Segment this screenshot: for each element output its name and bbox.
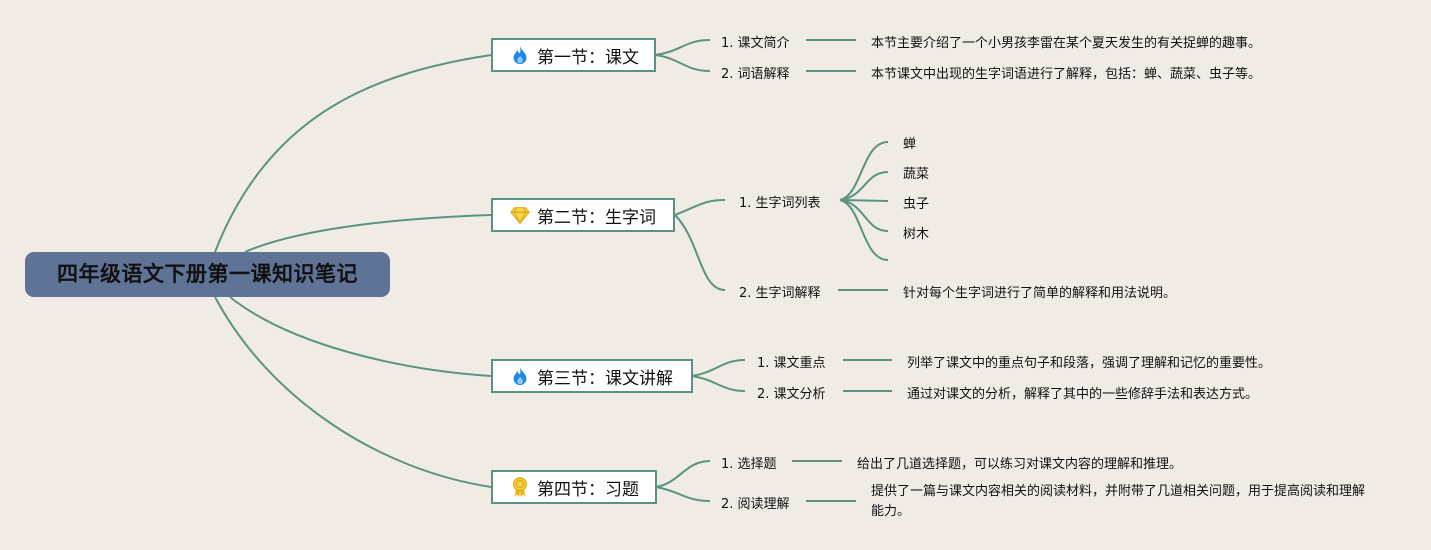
connector-word-5 — [839, 199, 889, 261]
flame-icon — [513, 45, 527, 65]
section-4-node[interactable]: 第四节：习题 — [491, 470, 657, 504]
word-item[interactable]: 虫子 — [903, 197, 930, 212]
connector-sec3-item2 — [691, 375, 746, 392]
sec3-item2-desc[interactable]: 通过对课文的分析，解释了其中的一些修辞手法和表达方式。 — [907, 387, 1259, 402]
sec2-item2-desc[interactable]: 针对每个生字词进行了简单的解释和用法说明。 — [903, 286, 1177, 301]
sec4-item1-desc[interactable]: 给出了几道选择题，可以练习对课文内容的理解和推理。 — [857, 457, 1183, 472]
sec1-item1-desc[interactable]: 本节主要介绍了一个小男孩李雷在某个夏天发生的有关捉蝉的趣事。 — [871, 36, 1262, 51]
sec1-item1-label[interactable]: 1. 课文简介 — [721, 36, 790, 51]
sec1-item2-label[interactable]: 2. 词语解释 — [721, 67, 790, 82]
connector-sec1-item2 — [654, 54, 711, 72]
section-2-title: 第二节：生字词 — [537, 207, 656, 228]
section-2-node[interactable]: 第二节：生字词 — [491, 198, 675, 232]
connector-word-1 — [839, 141, 889, 201]
word-item[interactable]: 树木 — [903, 227, 930, 242]
sec3-item1-desc[interactable]: 列举了课文中的重点句子和段落，强调了理解和记忆的重要性。 — [907, 356, 1272, 371]
connector-root-sec2 — [244, 214, 492, 253]
section-3-title: 第三节：课文讲解 — [537, 368, 673, 389]
word-item[interactable]: 蔬菜 — [903, 167, 930, 182]
word-item[interactable]: 蝉 — [903, 137, 917, 152]
sec4-item2-desc[interactable]: 提供了一篇与课文内容相关的阅读材料，并附带了几道相关问题，用于提高阅读和理解能力… — [871, 484, 1366, 519]
sec2-item2-label[interactable]: 2. 生字词解释 — [739, 286, 821, 301]
flame-icon — [513, 366, 527, 386]
sec1-item2-desc[interactable]: 本节课文中出现的生字词语进行了解释，包括：蝉、蔬菜、虫子等。 — [871, 67, 1262, 82]
section-1-title: 第一节：课文 — [537, 47, 639, 68]
section-4-title: 第四节：习题 — [537, 479, 639, 500]
sec4-item2-label[interactable]: 2. 阅读理解 — [721, 497, 790, 512]
connector-root-sec4 — [214, 296, 492, 488]
connector-root-sec3 — [229, 296, 492, 377]
sec3-item1-label[interactable]: 1. 课文重点 — [757, 356, 826, 371]
connector-word-4 — [839, 199, 889, 232]
connector-word-2 — [839, 171, 889, 201]
section-1-node[interactable]: 第一节：课文 — [491, 38, 656, 72]
medal-icon — [513, 477, 527, 498]
connector-sec4-item1 — [655, 460, 711, 488]
connector-root-sec1 — [214, 54, 492, 253]
connector-sec3-item1 — [691, 359, 746, 377]
root-topic[interactable]: 四年级语文下册第一课知识笔记 — [25, 252, 390, 297]
diamond-icon — [510, 207, 530, 225]
connector-sec4-item2 — [655, 486, 711, 502]
connector-sec2-item2 — [674, 214, 726, 291]
connector-sec1-item1 — [654, 39, 711, 56]
sec2-item1-label[interactable]: 1. 生字词列表 — [739, 196, 821, 211]
sec3-item2-label[interactable]: 2. 课文分析 — [757, 387, 826, 402]
sec4-item1-label[interactable]: 1. 选择题 — [721, 457, 777, 472]
section-3-node[interactable]: 第三节：课文讲解 — [491, 359, 693, 393]
connector-word-3 — [839, 199, 889, 202]
connector-sec2-item1 — [674, 199, 726, 216]
